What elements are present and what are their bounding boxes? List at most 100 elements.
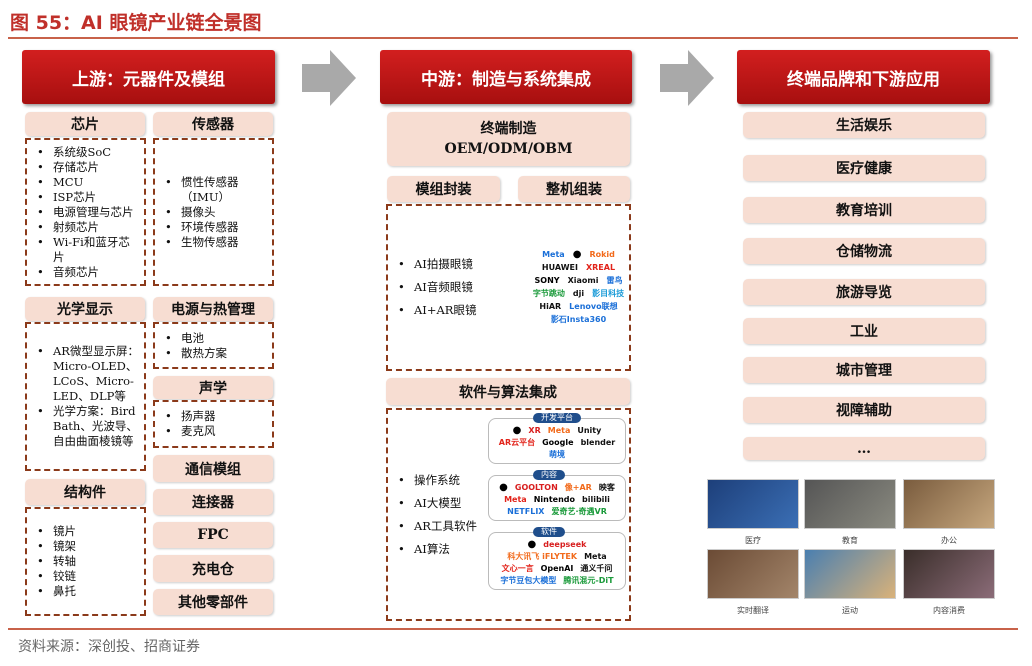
brand-logo: 科大讯飞 iFLYTEK (507, 552, 578, 561)
scene-caption: 教育 (842, 536, 858, 545)
power-box: 电池 散热方案 (153, 322, 274, 369)
optics-title: 光学显示 (25, 297, 145, 321)
chips-box: 系统级SoC 存储芯片 MCU ISP芯片 电源管理与芯片 射频芯片 Wi-Fi… (25, 138, 146, 286)
brand-logo: dji (572, 288, 585, 298)
scene-image (804, 549, 896, 599)
list-item: 鼻托 (35, 584, 140, 599)
brand-logo: SONY (534, 275, 560, 285)
source-note: 资料来源：深创投、招商证券 (18, 639, 200, 655)
upstream-header: 上游：元器件及模组 (22, 50, 275, 104)
acoustics-box: 扬声器 麦克风 (153, 400, 274, 448)
component-charging-case: 充电仓 (153, 555, 273, 582)
brand-logo: 雷鸟 (606, 275, 623, 285)
list-item: 操作系统 (396, 469, 484, 492)
footer-divider (8, 628, 1018, 630)
list-item: 光学方案：Bird Bath、光波导、自由曲面棱镜等 (35, 404, 140, 449)
apple-logo-icon: ● (512, 425, 522, 436)
sensors-box: 惯性传感器（IMU） 摄像头 环境传感器 生物传感器 (153, 138, 274, 286)
list-item: Wi-Fi和蓝牙芯片 (35, 235, 140, 265)
list-item: 转轴 (35, 554, 140, 569)
list-item: 环境传感器 (163, 220, 268, 235)
brand-logo: OpenAI (540, 564, 574, 573)
manufacturing-label: 终端制造 (480, 121, 537, 137)
application-item: 视障辅助 (743, 397, 985, 423)
brand-logo: Lenovo联想 (569, 301, 618, 311)
title-divider (8, 37, 1018, 39)
brand-logo: blender (580, 438, 616, 447)
brand-logo: 映客 (598, 483, 615, 492)
chips-title: 芯片 (25, 112, 145, 136)
brand-logo: 萌境 (549, 450, 565, 459)
list-item: 铰链 (35, 569, 140, 584)
list-item: MCU (35, 175, 140, 190)
scene-caption: 办公 (941, 536, 957, 545)
scene-image (903, 549, 995, 599)
downstream-header: 终端品牌和下游应用 (737, 50, 990, 104)
application-item: 医疗健康 (743, 155, 985, 181)
list-item: 惯性传感器（IMU） (163, 175, 268, 205)
list-item: 存储芯片 (35, 160, 140, 175)
scene-caption: 医疗 (745, 536, 761, 545)
list-item: 摄像头 (163, 205, 268, 220)
structure-title: 结构件 (25, 479, 145, 505)
brand-logo: 字节跳动 (532, 288, 565, 298)
brand-logo: NETFLIX (507, 507, 545, 516)
component-fpc: FPC (153, 522, 273, 548)
list-item: 麦克风 (163, 424, 268, 439)
brand-logo: AR云平台 (498, 438, 536, 447)
list-item: 扬声器 (163, 409, 268, 424)
list-item: AI+AR眼镜 (396, 299, 499, 322)
scene-caption: 运动 (842, 606, 858, 615)
optics-box: AR微型显示屏：Micro-OLED、LCoS、Micro-LED、DLP等 光… (25, 322, 146, 471)
structure-box: 镜片 镜架 转轴 铰链 鼻托 (25, 507, 146, 616)
scene-caption: 内容消费 (933, 606, 965, 615)
scene-image (707, 549, 799, 599)
scene-image (707, 479, 799, 529)
manufacturing-types: OEM/ODM/OBM (444, 141, 573, 157)
arrow-right-icon (302, 50, 356, 106)
brand-logo: Unity (577, 426, 602, 435)
brand-logo: deepseek (543, 540, 587, 549)
component-others: 其他零部件 (153, 589, 273, 615)
brand-logo: Rokid (589, 249, 615, 259)
list-item: AI音频眼镜 (396, 276, 499, 299)
power-title: 电源与热管理 (153, 297, 273, 321)
brand-logo: Meta (584, 552, 607, 561)
list-item: AI大模型 (396, 492, 484, 515)
brand-logo: XR (528, 426, 541, 435)
application-item: 生活娱乐 (743, 112, 985, 138)
brand-logo: Nintendo (533, 495, 575, 504)
brand-logo: Google (542, 438, 574, 447)
brand-logo: XREAL (585, 262, 616, 272)
arrow-right-icon (660, 50, 714, 106)
apple-logo-icon: ● (572, 248, 582, 260)
list-item: 散热方案 (163, 346, 268, 361)
group-tag: 内容 (533, 470, 565, 480)
component-communication: 通信模组 (153, 455, 273, 482)
list-item: 射频芯片 (35, 220, 140, 235)
scene-caption: 实时翻译 (737, 606, 769, 615)
brand-logo: 文心一言 (501, 564, 534, 573)
brand-logo: 通义千问 (580, 564, 613, 573)
brand-logo: GOOLTON (514, 483, 558, 492)
list-item: 镜片 (35, 524, 140, 539)
midstream-header: 中游：制造与系统集成 (380, 50, 632, 104)
brand-logo: Meta (542, 249, 565, 259)
manufacturing-box: 终端制造 OEM/ODM/OBM (387, 112, 630, 166)
brand-logo: Xiaomi (567, 275, 599, 285)
list-item: ISP芯片 (35, 190, 140, 205)
application-item: 工业 (743, 318, 985, 344)
list-item: 生物传感器 (163, 235, 268, 250)
figure-title: 图 55：AI 眼镜产业链全景图 (10, 12, 262, 34)
brand-logo: Meta (547, 426, 571, 435)
module-packaging-title: 模组封装 (387, 176, 500, 202)
list-item: 电源管理与芯片 (35, 205, 140, 220)
assembly-title: 整机组装 (518, 176, 630, 202)
list-item: AI算法 (396, 538, 484, 561)
list-item: AR微型显示屏：Micro-OLED、LCoS、Micro-LED、DLP等 (35, 344, 140, 404)
hardware-box: AI拍摄眼镜 AI音频眼镜 AI+AR眼镜 (386, 204, 631, 371)
